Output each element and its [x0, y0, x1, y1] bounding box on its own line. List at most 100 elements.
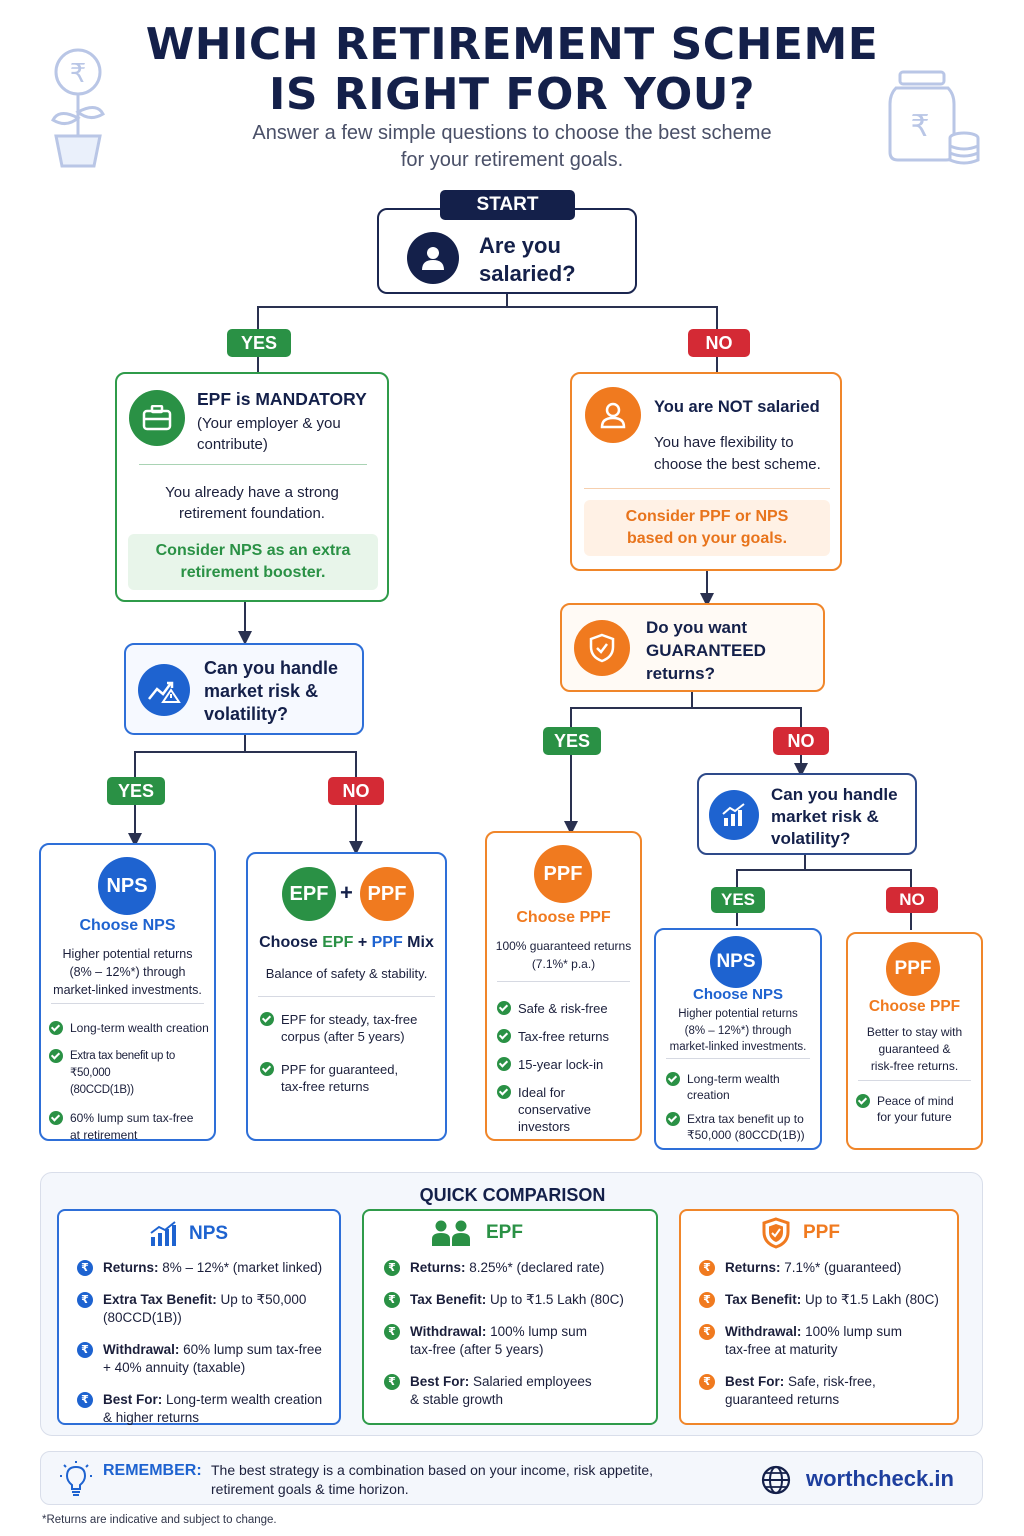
plus-sign: + — [340, 880, 353, 905]
choose-mix-suffix: Mix — [402, 934, 434, 951]
no-label-risk-right: NO — [886, 887, 938, 913]
question-guaranteed-line3: returns? — [646, 664, 715, 683]
nps-benefit-3a: 60% lump sum tax-free — [70, 1111, 194, 1125]
nps-badge: NPS — [98, 857, 156, 915]
rupee-icon: ₹ — [77, 1292, 93, 1308]
mix-benefit-2b: tax-free returns — [281, 1079, 370, 1094]
rupee-icon: ₹ — [384, 1374, 400, 1390]
mix-benefit-1b: corpus (after 5 years) — [281, 1029, 405, 1044]
website-link[interactable]: worthcheck.in — [806, 1466, 954, 1491]
ppf-bestfor-value: Safe, risk-free, — [784, 1374, 876, 1389]
epf-mandatory-sub1: (Your employer & you — [197, 415, 341, 432]
epf-withdrawal-key: Withdrawal: — [410, 1324, 487, 1339]
ppf-tax-key: Tax Benefit: — [725, 1292, 802, 1307]
yes-label-guaranteed: YES — [543, 727, 601, 755]
nps-benefit-2a: Extra tax benefit up to ₹50,000 — [70, 1050, 175, 1079]
nps-benefit-3b: at retirement — [70, 1128, 138, 1142]
choose-ppf-card-right: PPF Choose PPF Better to stay with guara… — [846, 932, 983, 1150]
people-icon — [432, 1220, 470, 1246]
ppf-withdrawal-value: 100% lump sum — [801, 1324, 902, 1339]
comparison-nps-card: NPS ₹Returns: 8% – 12%* (market linked) … — [57, 1209, 341, 1425]
ppf-right-desc-line2: guaranteed & — [878, 1042, 951, 1056]
question-salaried-line1: Are you — [479, 233, 561, 258]
nps-desc-line2: (8% – 12%*) through — [69, 965, 186, 979]
question-salaried-box: Are you salaried? — [377, 208, 637, 294]
ppf-returns-key: Returns: — [725, 1260, 781, 1275]
rupee-icon: ₹ — [699, 1292, 715, 1308]
check-icon — [49, 1111, 63, 1125]
mix-benefit-1a: EPF for steady, tax-free — [281, 1012, 418, 1027]
rupee-icon: ₹ — [699, 1324, 715, 1340]
nps-bestfor-key: Best For: — [103, 1392, 163, 1407]
yes-label-risk-left: YES — [107, 777, 165, 805]
epf-bestfor-value2: & stable growth — [410, 1392, 504, 1407]
epf-bestfor-key: Best For: — [410, 1374, 470, 1389]
ppf-right-benefit-1b: for your future — [877, 1110, 952, 1124]
nps-returns-value: 8% – 12%* (market linked) — [158, 1260, 323, 1275]
footnote: *Returns are indicative and subject to c… — [42, 1514, 277, 1526]
page-title-line1: WHICH RETIREMENT SCHEME — [145, 19, 879, 70]
consider-ppf-nps-line1: Consider PPF or NPS — [625, 508, 789, 525]
epf-mandatory-sub2: contribute) — [197, 436, 268, 453]
person-icon — [585, 387, 641, 443]
epf-mandatory-title: EPF is MANDATORY — [197, 389, 367, 409]
choose-nps-card: NPS Choose NPS Higher potential returns … — [39, 843, 216, 1142]
ppf-benefit-3: 15-year lock-in — [518, 1057, 604, 1072]
question-risk-right-line2: market risk & — [771, 807, 879, 826]
rupee-icon: ₹ — [699, 1260, 715, 1276]
check-icon — [49, 1021, 63, 1035]
consider-ppf-nps-line2: based on your goals. — [626, 530, 788, 547]
nps-desc-line1: Higher potential returns — [62, 947, 193, 961]
nps-withdrawal-value: 60% lump sum tax-free — [179, 1342, 322, 1357]
chart-warning-icon — [138, 664, 190, 716]
no-label-risk-left: NO — [328, 777, 384, 805]
check-icon — [260, 1062, 274, 1076]
nps-benefit-1: Long-term wealth creation — [70, 1021, 209, 1035]
briefcase-icon — [129, 390, 185, 446]
yes-label-salaried: YES — [227, 329, 291, 357]
nps-tax-value2: (80CCD(1B)) — [103, 1310, 182, 1325]
nps-desc-line3: market-linked investments. — [53, 983, 202, 997]
nps-right-benefit-2a: Extra tax benefit up to — [687, 1112, 804, 1126]
comparison-epf-name: EPF — [486, 1222, 523, 1243]
question-guaranteed-box: Do you want GUARANTEED returns? — [560, 603, 825, 692]
rupee-icon: ₹ — [699, 1374, 715, 1390]
not-salaried-text1: You have flexibility to — [654, 434, 794, 451]
not-salaried-box: You are NOT salaried You have flexibilit… — [570, 372, 842, 571]
epf-withdrawal-value2: tax-free (after 5 years) — [410, 1342, 544, 1357]
choose-epf-ppf-card: EPF + PPF Choose EPF + PPF Mix Balance o… — [246, 852, 447, 1141]
nps-tax-key: Extra Tax Benefit: — [103, 1292, 217, 1307]
remember-text-line1: The best strategy is a combination based… — [211, 1462, 654, 1478]
question-risk-box-right: Can you handle market risk & volatility? — [697, 773, 917, 855]
epf-tax-key: Tax Benefit: — [410, 1292, 487, 1307]
choose-mix-epf: EPF — [322, 934, 354, 951]
comparison-ppf-card: PPF ₹Returns: 7.1%* (guaranteed) ₹Tax Be… — [679, 1209, 959, 1425]
no-label-guaranteed: NO — [773, 727, 829, 755]
nps-right-desc-line2: (8% – 12%*) through — [684, 1024, 792, 1037]
ppf-badge: PPF — [534, 845, 592, 903]
rupee-icon: ₹ — [384, 1260, 400, 1276]
svg-text:₹: ₹ — [910, 109, 929, 144]
question-guaranteed-line1: Do you want — [646, 618, 748, 637]
choose-nps-right-title: Choose NPS — [692, 986, 783, 1003]
choose-ppf-title: Choose PPF — [516, 909, 611, 926]
epf-returns-value: 8.25%* (declared rate) — [465, 1260, 605, 1275]
not-salaried-title: You are NOT salaried — [654, 398, 820, 416]
nps-withdrawal-value2: + 40% annuity (taxable) — [103, 1360, 246, 1375]
ppf-right-benefit-1a: Peace of mind — [877, 1094, 954, 1108]
check-icon — [666, 1112, 680, 1126]
check-icon — [497, 1029, 511, 1043]
divider — [139, 464, 367, 465]
choose-ppf-right-title: Choose PPF — [868, 998, 961, 1015]
ppf-withdrawal-key: Withdrawal: — [725, 1324, 802, 1339]
epf-bestfor-value: Salaried employees — [469, 1374, 592, 1389]
nps-returns-key: Returns: — [103, 1260, 159, 1275]
remember-banner: REMEMBER: The best strategy is a combina… — [40, 1451, 983, 1505]
question-risk-line3: volatility? — [204, 704, 289, 724]
yes-label-risk-right: YES — [711, 887, 765, 913]
choose-ppf-card: PPF Choose PPF 100% guaranteed returns (… — [485, 831, 642, 1141]
nps-withdrawal-key: Withdrawal: — [103, 1342, 180, 1357]
start-label: START — [440, 190, 575, 220]
flow-connectors — [128, 292, 912, 930]
rupee-icon: ₹ — [384, 1324, 400, 1340]
